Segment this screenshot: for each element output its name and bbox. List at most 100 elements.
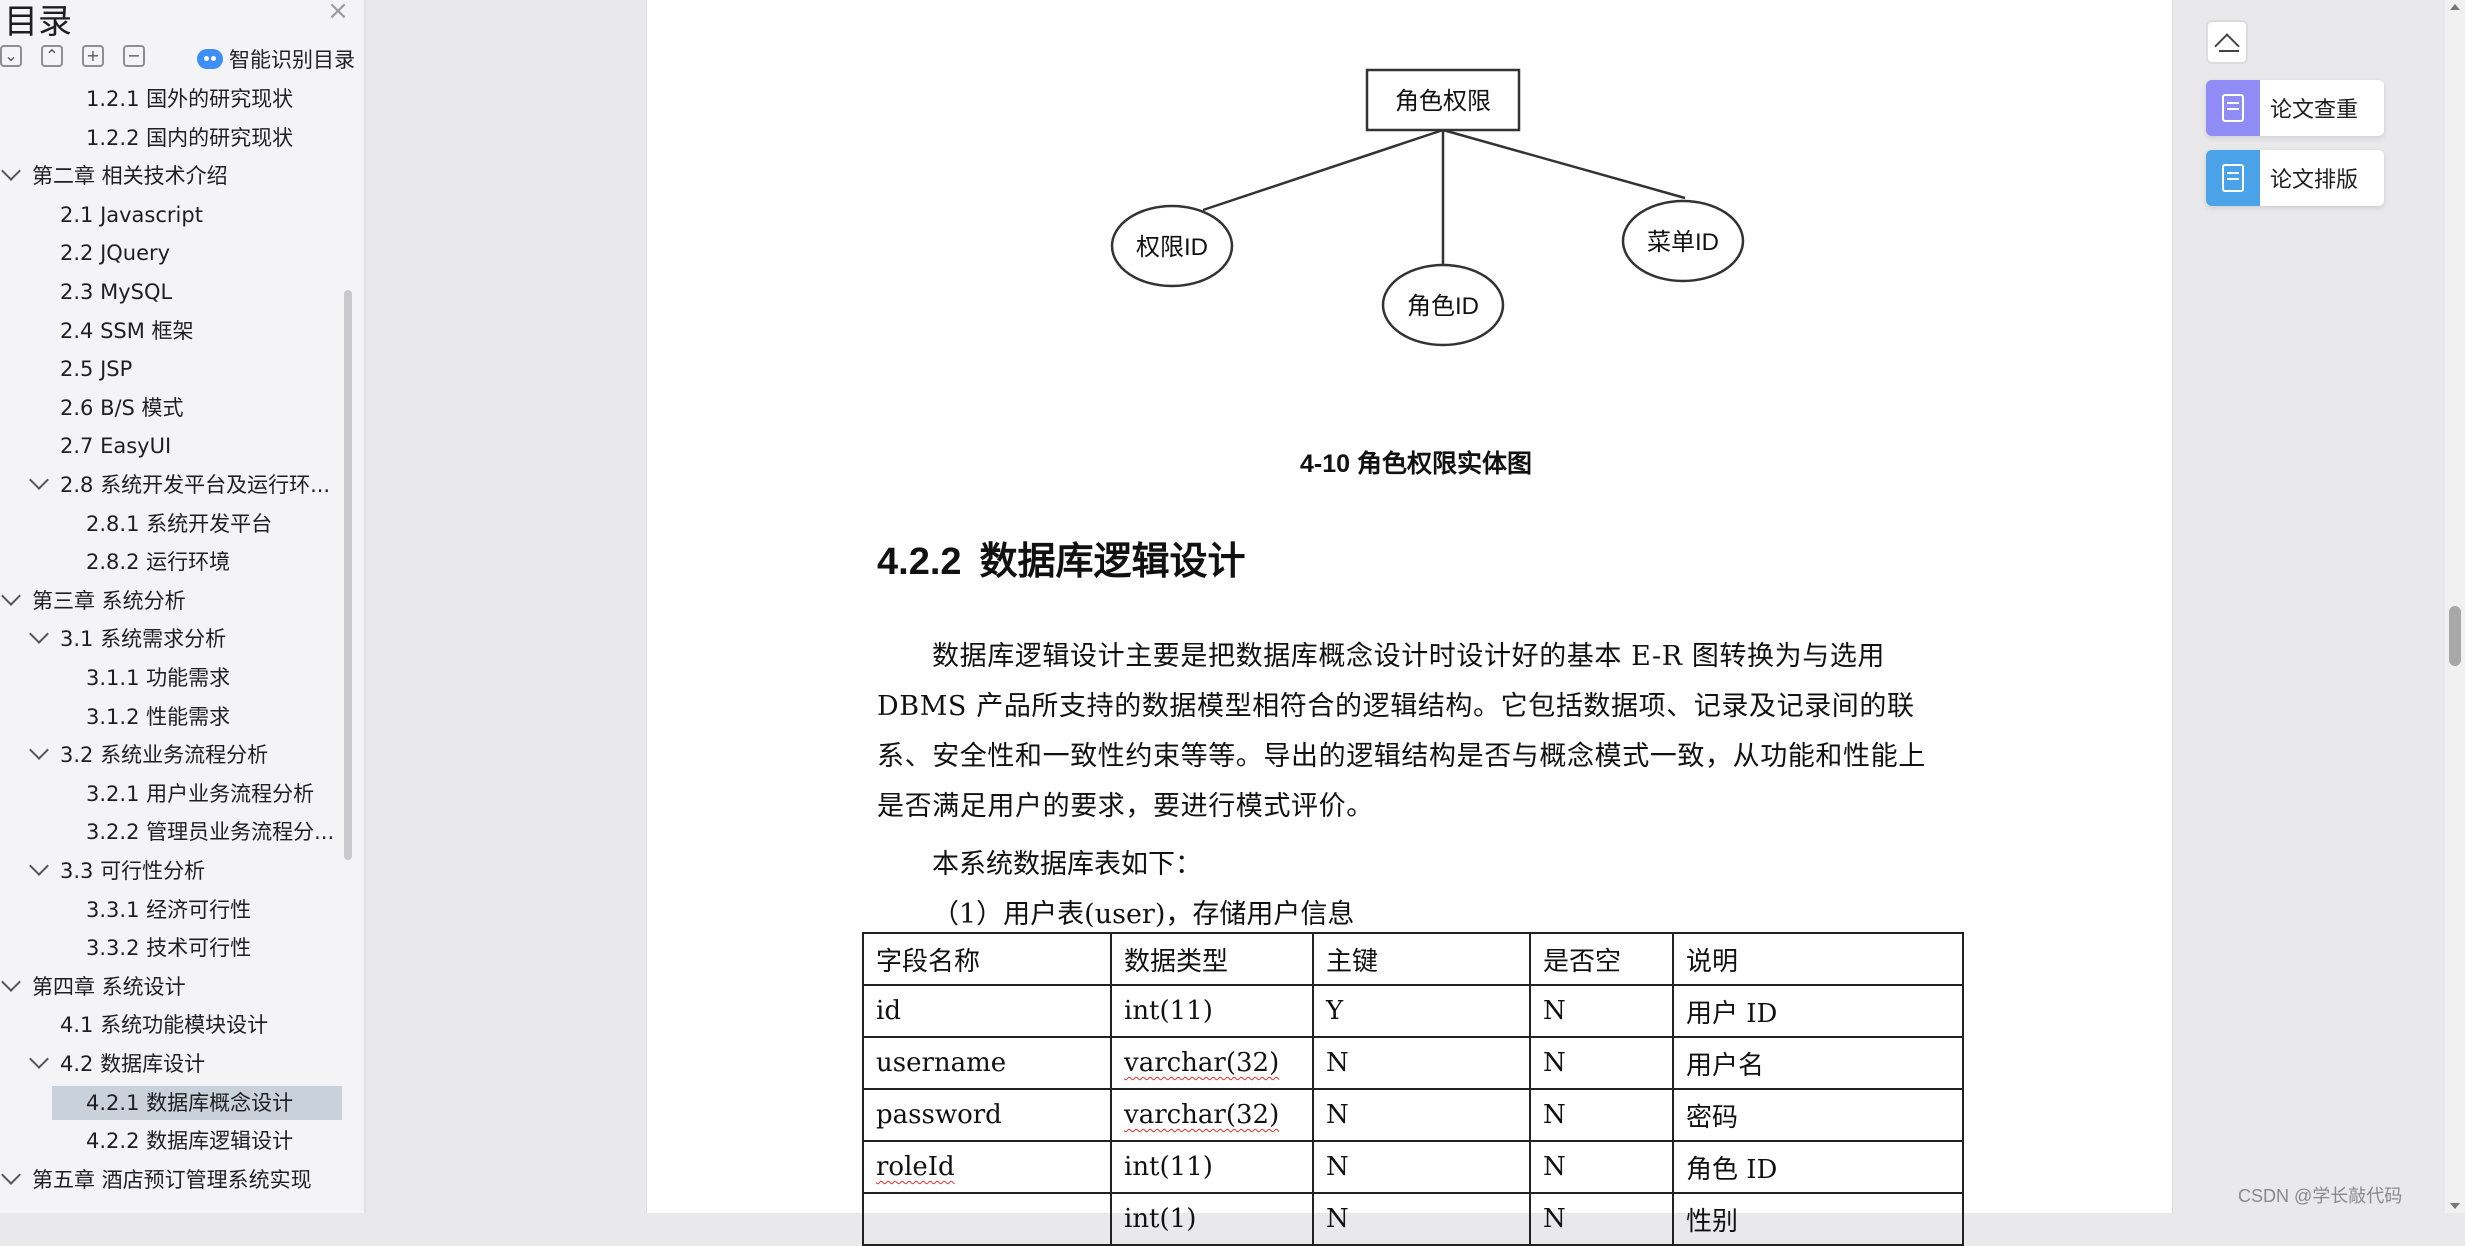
chevron-down-icon[interactable] — [1, 161, 21, 182]
toc-item[interactable]: 第五章 酒店预订管理系统实现 — [1, 1163, 344, 1197]
thesis-format-button[interactable]: 论文排版 — [2206, 150, 2384, 206]
chevron-down-icon[interactable] — [29, 740, 49, 761]
smart-toc-button[interactable]: 智能识别目录 — [197, 44, 355, 74]
section-title: 数据库逻辑设计 — [979, 541, 1246, 583]
section-number: 4.2.2 — [877, 541, 962, 583]
er-entity-box — [1365, 68, 1521, 132]
chevron-up-icon — [2214, 33, 2240, 59]
chevron-down-icon[interactable] — [29, 624, 49, 645]
collapse-all-icon[interactable]: ⌄ — [0, 45, 22, 67]
main-scrollbar[interactable] — [2445, 0, 2465, 1213]
toc-item-label: 3.2.1 用户业务流程分析 — [86, 781, 315, 806]
er-attribute-label: 菜单ID — [1647, 229, 1719, 256]
scroll-up-icon[interactable] — [2450, 4, 2460, 10]
toc-item-label: 第四章 系统设计 — [32, 974, 186, 999]
side-button-label: 论文查重 — [2270, 98, 2359, 123]
toc-item[interactable]: 2.4 SSM 框架 — [60, 314, 344, 348]
er-attribute-label: 角色ID — [1407, 293, 1479, 320]
toc-item-label: 3.3.2 技术可行性 — [86, 936, 252, 961]
toc-item-label: 2.8 系统开发平台及运行环... — [60, 473, 331, 497]
toc-item[interactable]: 2.2 JQuery — [60, 236, 344, 270]
toc-item-label: 2.4 SSM 框架 — [60, 318, 194, 343]
toc-item[interactable]: 2.1 Javascript — [60, 198, 344, 232]
toc-item-active[interactable]: 4.2.1 数据库概念设计 — [52, 1085, 342, 1120]
toc-item[interactable]: 3.3.2 技术可行性 — [86, 931, 344, 965]
toc-item-label: 第二章 相关技术介绍 — [32, 164, 228, 189]
minus-icon[interactable]: − — [123, 45, 145, 67]
document-icon — [2222, 94, 2244, 122]
er-edge — [1202, 128, 1444, 212]
toc-item-label: 3.1 系统需求分析 — [60, 627, 227, 652]
toc-scrollbar[interactable] — [344, 290, 352, 860]
toc-item[interactable]: 3.3.1 经济可行性 — [86, 893, 344, 927]
toc-item-label: 2.6 B/S 模式 — [60, 395, 184, 420]
chevron-down-icon[interactable] — [29, 1049, 49, 1069]
toc-item-label: 3.2.2 管理员业务流程分... — [86, 820, 335, 845]
toc-panel: 目录 × ⌄ ⌃ +− 智能识别目录 1.2.1 国外的研究现状 1.2.2 国内的研… — [0, 0, 366, 1213]
toc-item[interactable]: 3.1.2 性能需求 — [86, 700, 344, 734]
toc-item[interactable]: 第四章 系统设计 — [1, 970, 344, 1004]
toc-item[interactable]: 3.2.1 用户业务流程分析 — [86, 777, 344, 811]
chevron-down-icon[interactable] — [1, 585, 21, 606]
document-icon — [2222, 164, 2244, 192]
chevron-down-icon[interactable] — [1, 1164, 21, 1185]
doc-format-icon — [2206, 150, 2260, 206]
toc-item-label: 2.2 JQuery — [60, 241, 171, 266]
er-entity-label: 角色权限 — [1395, 88, 1491, 115]
toc-item[interactable]: 2.8.1 系统开发平台 — [86, 507, 344, 541]
collapse-panel-button[interactable] — [2206, 20, 2248, 64]
chevron-down-icon[interactable] — [29, 856, 49, 876]
er-diagram: 角色权限 权限ID 角色ID 菜单ID — [1110, 68, 1745, 347]
toc-item-label: 3.3.1 经济可行性 — [86, 897, 252, 922]
bar-icon — [2219, 50, 2239, 52]
toc-item[interactable]: 2.8.2 运行环境 — [86, 545, 344, 579]
toc-item[interactable]: 2.3 MySQL — [60, 275, 344, 309]
toc-item[interactable]: 3.1.1 功能需求 — [86, 661, 344, 695]
scroll-thumb[interactable] — [2449, 606, 2461, 666]
watermark: CSDN @学长敲代码 — [2238, 1186, 2403, 1206]
er-attribute-ellipse — [1381, 263, 1505, 347]
toc-item[interactable]: 3.2.2 管理员业务流程分... — [86, 815, 344, 849]
toc-item-label: 3.1.2 性能需求 — [86, 704, 231, 729]
table-caption: （1）用户表(user)，存储用户信息 — [932, 899, 1355, 930]
toc-item[interactable]: 2.7 EasyUI — [60, 429, 344, 463]
toc-item-label: 2.8.1 系统开发平台 — [86, 511, 273, 536]
toc-item-label: 4.2.2 数据库逻辑设计 — [86, 1129, 294, 1154]
toc-item-label: 4.1 系统功能模块设计 — [60, 1013, 269, 1038]
toc-item[interactable]: 1.2.2 国内的研究现状 — [86, 121, 344, 155]
toc-item[interactable]: 4.2 数据库设计 — [29, 1047, 344, 1081]
toc-item-label: 4.2.1 数据库概念设计 — [86, 1090, 294, 1115]
toc-item[interactable]: 第三章 系统分析 — [1, 584, 344, 618]
er-edges — [1202, 128, 1686, 265]
toc-item-label: 2.3 MySQL — [60, 280, 173, 304]
smart-toc-label: 智能识别目录 — [229, 48, 355, 72]
expand-up-icon[interactable]: ⌃ — [41, 45, 63, 67]
plagiarism-check-button[interactable]: 论文查重 — [2206, 80, 2384, 136]
side-button-label: 论文排版 — [2270, 168, 2359, 193]
er-attribute-ellipse — [1110, 204, 1234, 288]
toc-item[interactable]: 3.1 系统需求分析 — [29, 622, 344, 656]
toc-item[interactable]: 3.2 系统业务流程分析 — [29, 738, 344, 772]
toc-item-label: 第五章 酒店预订管理系统实现 — [32, 1167, 312, 1192]
toc-item[interactable]: 2.5 JSP — [60, 352, 344, 386]
close-icon[interactable]: × — [327, 0, 349, 26]
toc-item[interactable]: 2.6 B/S 模式 — [60, 391, 344, 425]
chevron-down-icon[interactable] — [1, 971, 21, 992]
toc-item[interactable]: 1.2.1 国外的研究现状 — [86, 82, 344, 116]
toc-item-label: 1.2.1 国外的研究现状 — [86, 87, 294, 111]
toc-item[interactable]: 3.3 可行性分析 — [29, 854, 344, 888]
er-edge — [1442, 128, 1686, 200]
scroll-down-icon[interactable] — [2450, 1203, 2460, 1209]
chevron-down-icon[interactable] — [29, 470, 49, 490]
section-heading: 4.2.2 数据库逻辑设计 — [877, 530, 1246, 585]
doc-search-icon — [2206, 80, 2260, 136]
toc-item-label: 3.1.1 功能需求 — [86, 666, 231, 690]
toc-item[interactable]: 2.8 系统开发平台及运行环... — [29, 468, 344, 502]
toc-item[interactable]: 第二章 相关技术介绍 — [1, 159, 344, 193]
toc-item[interactable]: 4.1 系统功能模块设计 — [60, 1008, 344, 1042]
toc-title: 目录 — [4, 2, 72, 42]
toc-item-label: 2.5 JSP — [60, 357, 133, 382]
toc-item[interactable]: 4.2.2 数据库逻辑设计 — [86, 1124, 344, 1158]
toc-item-label: 2.8.2 运行环境 — [86, 550, 231, 575]
add-icon[interactable]: + — [82, 45, 104, 67]
